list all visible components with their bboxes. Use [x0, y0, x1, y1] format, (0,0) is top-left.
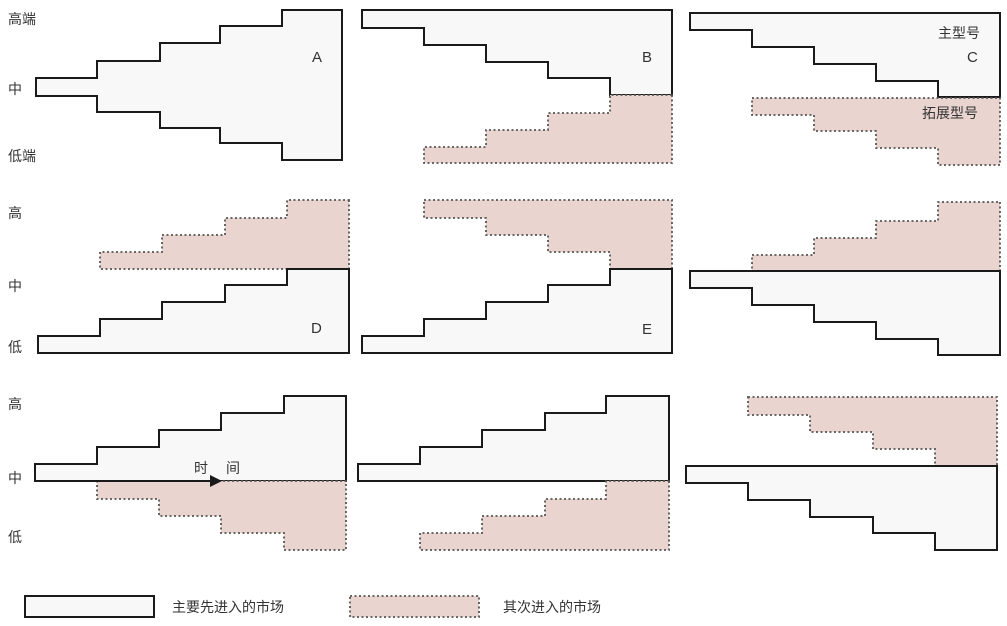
panel-g-primary-shape	[34, 395, 347, 482]
panel-g-secondary-shape	[96, 480, 347, 551]
panel-c-secondary-shape	[751, 97, 1001, 166]
legend-secondary-swatch	[349, 595, 480, 618]
panel-a-label: A	[312, 49, 322, 66]
panel-b-label: B	[642, 49, 652, 66]
panel-e-secondary-shape	[423, 199, 673, 270]
panel-d-secondary-shape	[99, 199, 350, 270]
row1-mid-label: 中	[8, 82, 22, 98]
panel-b-secondary-shape	[423, 94, 673, 164]
time-label-char1: 时	[194, 461, 208, 477]
time-arrow	[35, 475, 222, 487]
panel-i-primary-shape	[685, 465, 998, 551]
panel-h-secondary-shape	[419, 480, 670, 551]
panel-e-label: E	[642, 321, 652, 338]
row3-low-label: 低	[8, 530, 22, 546]
row3-high-label: 高	[8, 396, 22, 413]
panel-c-extended-model-label: 拓展型号	[922, 106, 978, 122]
legend-primary-swatch	[24, 595, 155, 618]
time-label-char2: 间	[226, 461, 240, 477]
panel-f-primary-shape	[689, 270, 1001, 356]
row-3: 高 中 低 时 间	[8, 395, 998, 551]
panel-c-primary-shape	[689, 12, 1001, 98]
legend-secondary-label: 其次进入的市场	[503, 599, 601, 616]
legend-primary-label: 主要先进入的市场	[172, 599, 284, 616]
row2-high-label: 高	[8, 205, 22, 222]
panel-a-primary-shape	[35, 9, 343, 161]
row-2: 高 中 低 D E	[8, 199, 1001, 356]
row-1: 高端 中 低端 A B 主型号 C 拓展型号	[8, 9, 1001, 166]
row2-low-label: 低	[8, 340, 22, 356]
row2-mid-label: 中	[8, 279, 22, 295]
row1-high-label: 高端	[8, 11, 36, 28]
panel-d-label: D	[311, 320, 322, 337]
panel-i-secondary-shape	[747, 396, 998, 467]
panel-c-label: C	[967, 49, 978, 66]
row1-low-label: 低端	[8, 149, 36, 165]
panel-e-primary-shape	[361, 268, 673, 354]
row3-mid-label: 中	[8, 471, 22, 487]
panel-d-primary-shape	[37, 268, 350, 354]
panel-f-secondary-shape	[751, 201, 1001, 272]
panel-h-primary-shape	[357, 395, 670, 482]
panel-c-main-model-label: 主型号	[938, 26, 980, 42]
panel-b-primary-shape	[361, 9, 673, 96]
legend: 主要先进入的市场 其次进入的市场	[24, 595, 601, 618]
